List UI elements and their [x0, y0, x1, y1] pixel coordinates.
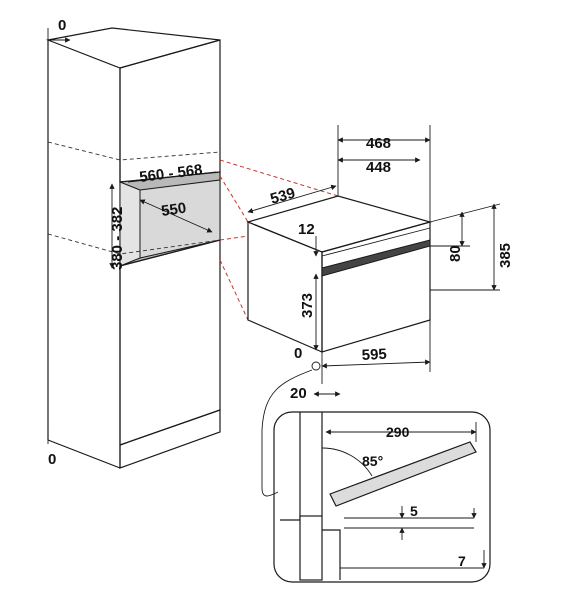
- niche-depth-line: [139, 199, 213, 233]
- oven-front: [321, 221, 431, 353]
- cabinet-top: [45, 27, 221, 69]
- label-bottom-offset: 0: [48, 451, 56, 468]
- label-total-height: 385: [497, 243, 514, 268]
- cabinet-base: [47, 439, 121, 469]
- cabinet-front-upper: [119, 39, 221, 183]
- detail-view: [273, 411, 491, 583]
- label-front-width: 595: [361, 346, 387, 364]
- detail-callout-leader: [261, 369, 313, 497]
- detail-callout-circle: [311, 361, 321, 371]
- label-panel-height: 80: [447, 245, 464, 262]
- labels: 0 0 560 - 568 550 380 - 382 539 468 448 …: [48, 17, 514, 569]
- cabinet: [45, 27, 221, 469]
- oven-front-top-line: [321, 227, 431, 257]
- oven: [246, 125, 501, 497]
- label-gap-small: 5: [410, 503, 418, 519]
- front-width-line: [321, 359, 431, 369]
- label-total-depth: 539: [268, 185, 297, 208]
- projection-4: [219, 259, 249, 321]
- shelf-lower-dashed: [47, 233, 221, 255]
- projection-lines: [219, 159, 339, 321]
- label-bottom-depth: 20: [290, 385, 307, 402]
- detail-step: [322, 529, 341, 580]
- cabinet-plinth: [119, 409, 221, 469]
- niche-width-line: [127, 171, 217, 183]
- detail-frame: [273, 411, 491, 583]
- cabinet-front-lower: [119, 239, 221, 446]
- label-body-height: 373: [299, 293, 316, 318]
- detail-base-block: [299, 515, 323, 581]
- label-top-offset: 0: [58, 17, 66, 34]
- projection-3: [219, 235, 249, 241]
- oven-side: [247, 221, 323, 353]
- niche-inner: [139, 179, 221, 259]
- label-niche-depth: 550: [160, 200, 187, 220]
- detail-door: [329, 441, 477, 507]
- label-door-length: 290: [386, 424, 410, 440]
- label-outer-width: 468: [366, 135, 391, 152]
- label-niche-height: 380 - 382: [109, 207, 126, 270]
- detail-angle-arc: [321, 447, 373, 477]
- shelf-upper-dashed: [47, 141, 221, 161]
- projection-2: [219, 175, 249, 223]
- label-side-offset: 0: [294, 345, 302, 362]
- oven-control-panel: [321, 239, 431, 277]
- label-door-angle: 85°: [362, 453, 383, 469]
- label-top-gap: 12: [298, 221, 315, 238]
- height-ext-top: [429, 203, 501, 223]
- oven-depth-line: [247, 184, 337, 214]
- detail-wall-a: [280, 412, 301, 521]
- label-gap-bottom: 7: [458, 553, 466, 569]
- label-inner-width: 448: [366, 159, 391, 176]
